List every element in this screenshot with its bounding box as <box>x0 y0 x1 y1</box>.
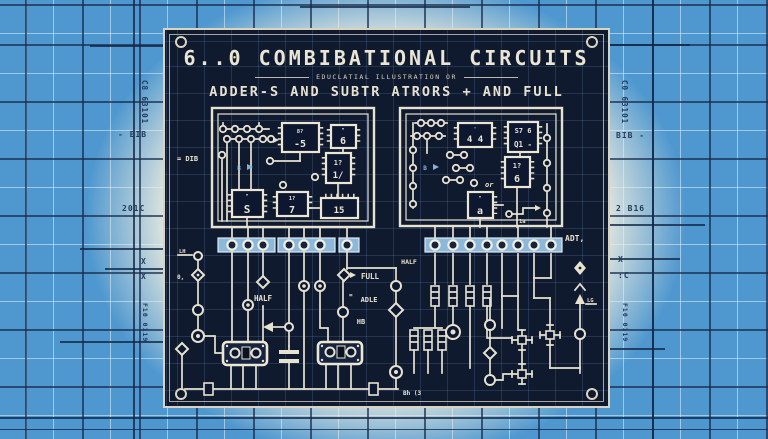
chip-main-label: S <box>244 203 251 216</box>
dib-label: = DIB <box>177 155 198 163</box>
resistor-bank-upper <box>430 285 492 307</box>
rivet-icon <box>175 388 187 400</box>
chip-top-label: 1? <box>289 196 296 202</box>
full-label: FULL <box>361 272 380 281</box>
cross-component-3 <box>511 363 533 385</box>
grid-seg <box>105 268 163 270</box>
margin-label-x1-right: X <box>618 255 624 264</box>
margin-label-x2-right: :C <box>618 271 630 280</box>
zero-label: 0, <box>177 274 184 281</box>
margin-code-bottom-left: F10 0119 <box>141 303 149 343</box>
grid-line-vertical-left <box>133 0 135 439</box>
resistor-bank-lower <box>409 329 447 351</box>
grid-line-bottom-1 <box>0 417 768 419</box>
ic-chip-left-4: " S <box>227 188 268 219</box>
page-title: 6..0 COMBIBATIONAL CIRCUITS <box>183 46 590 70</box>
ic-chip-left-1: 8? -5 <box>277 121 324 154</box>
chip-top-label: 8? <box>297 129 304 135</box>
chip-top-label: " <box>341 128 344 134</box>
grid-line-bottom-2 <box>0 429 768 430</box>
adt-label: ADT, <box>565 234 584 243</box>
grid-seg <box>90 45 163 47</box>
ic-chip-right-3: 1? 6 <box>500 155 535 189</box>
grid-seg <box>300 6 470 8</box>
terminal-strips <box>217 237 563 253</box>
gate-label-b-right: B <box>423 165 427 172</box>
half-left-label: HALF <box>254 294 273 303</box>
lower-schematic-left: = DIB LH 0, H <box>174 155 405 396</box>
rivet-icon <box>175 36 187 48</box>
ic-chip-right-1: ' 4 4 <box>453 121 497 149</box>
circuit-schematic: B 8? -5 " 6 <box>174 106 597 397</box>
grid-seg <box>610 348 665 350</box>
cross-component-2 <box>539 324 561 346</box>
right-box-wiring <box>408 118 552 239</box>
margin-label-201c: 201C <box>122 204 146 213</box>
rivet-icon <box>586 36 598 48</box>
ic-chip-left-6: 15 <box>319 193 360 220</box>
margin-code-bottom-right: F10 0119 <box>621 303 629 343</box>
title-rule-right <box>463 76 518 78</box>
chip-main-label: a <box>477 206 483 217</box>
relay-component-2 <box>316 340 364 366</box>
subtitle: ADDER-S AND SUBTR ATRORS + AND FULL <box>209 84 564 100</box>
margin-code-top-left: C8 63101 <box>140 80 149 125</box>
chip-main-label: -5 <box>294 139 306 150</box>
hb-label: HB <box>357 318 365 326</box>
grid-seg <box>60 341 163 343</box>
title-block: 6..0 COMBIBATIONAL CIRCUITS EDUCLATIAL I… <box>165 46 608 100</box>
gate-label-b-left: B <box>237 165 241 172</box>
ic-chip-right-2: S7 6 Q1 - <box>503 120 543 154</box>
chip-top-label: 1? <box>334 159 342 167</box>
ic-chip-left-5: 1? 7 <box>272 190 313 218</box>
left-box-wiring <box>217 122 348 239</box>
ic-chip-right-4: " a <box>466 190 498 220</box>
relay-component-1 <box>221 340 269 367</box>
lh-label: LH <box>179 249 186 255</box>
grid-seg <box>610 258 680 260</box>
chip-main-label: Q1 - <box>514 140 532 149</box>
margin-label-x2-left: X <box>141 272 147 281</box>
lg-label: LG <box>587 298 594 304</box>
ic-chip-left-2: " 6 <box>326 123 361 150</box>
margin-label-2b16: 2 B16 <box>616 204 646 213</box>
circuit-panel: 6..0 COMBIBATIONAL CIRCUITS EDUCLATIAL I… <box>163 28 610 408</box>
capacitor-symbol <box>279 345 299 390</box>
adt-column: ADT, LG <box>565 234 597 374</box>
grid-line-vertical-right <box>652 0 654 439</box>
half-right-label: HALF <box>401 258 417 266</box>
grid-seg <box>80 248 163 250</box>
ia-label: 1a <box>519 219 526 225</box>
margin-label-bib: BIB - <box>616 131 646 140</box>
chip-main-label: 1/ <box>333 171 344 181</box>
chip-top-label: " <box>478 196 481 202</box>
margin-label-x1-left: X <box>141 257 147 266</box>
chip-main-label: 6 <box>340 136 346 147</box>
or-label: or <box>485 181 494 189</box>
chip-top-label: " <box>245 194 248 200</box>
chip-main-label: 4 4 <box>467 135 484 145</box>
bh-label: Bh (3 <box>403 390 421 397</box>
ic-chip-left-3: 1? 1/ <box>321 151 356 185</box>
grid-seg <box>610 224 705 226</box>
margin-code-top-right: C0 63101 <box>620 80 629 125</box>
title-rule-left <box>255 76 310 78</box>
margin-label-eib: - EIB <box>118 130 148 139</box>
left-circuit-box: B 8? -5 " 6 <box>210 106 376 239</box>
chip-main-label: 6 <box>514 174 520 185</box>
grid-seg <box>610 44 690 46</box>
chip-top-label: ' <box>473 127 476 133</box>
chip-main-label: 15 <box>334 206 345 216</box>
lower-schematic-right: HALF <box>401 234 597 397</box>
chip-top-label: S7 6 <box>515 127 532 135</box>
adle-label: ADLE <box>361 296 378 304</box>
chip-top-label: 1? <box>513 162 521 170</box>
rivet-icon <box>586 388 598 400</box>
chip-main-label: 7 <box>289 205 295 216</box>
subtitle-small: EDUCLATIAL ILLUSTRATION OR <box>316 73 457 81</box>
cross-component-1 <box>511 329 533 351</box>
eq-mark: = <box>349 292 353 299</box>
right-circuit-box: B or 1a ' 4 4 S7 6 Q1 - <box>398 106 564 239</box>
